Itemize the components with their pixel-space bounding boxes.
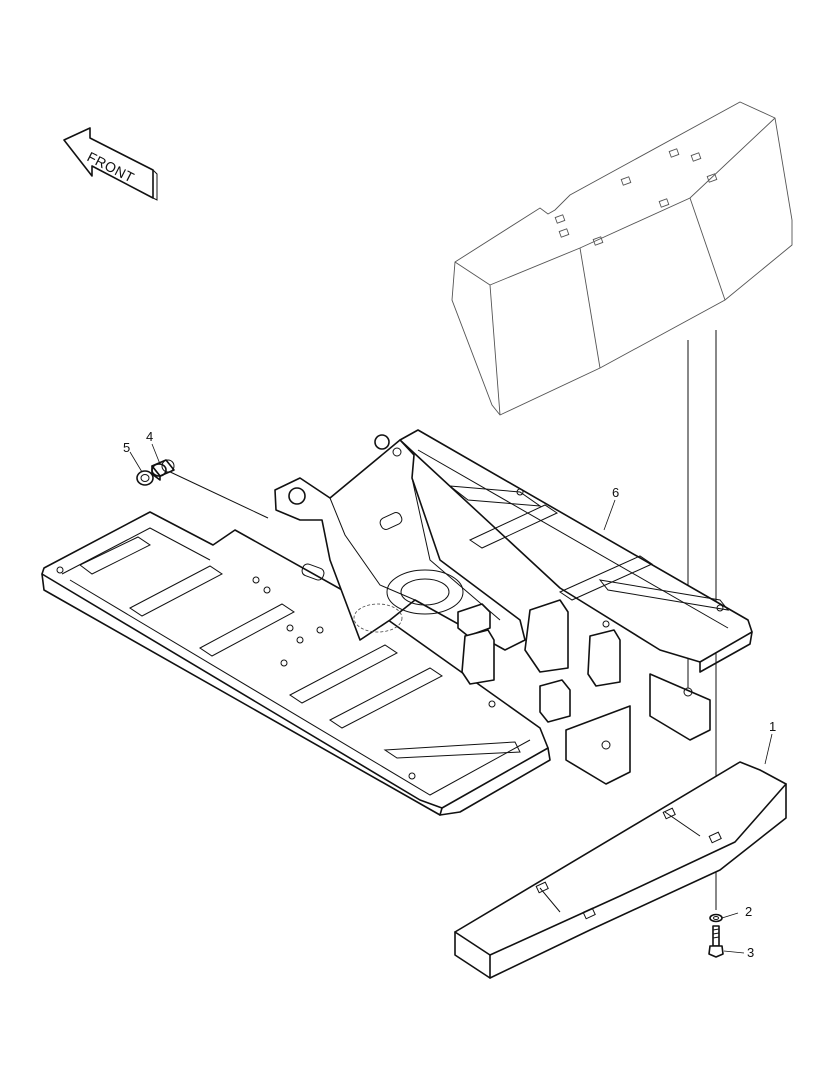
callout-5: 5 xyxy=(123,440,130,455)
leader-lines xyxy=(129,443,773,954)
upper-frame xyxy=(41,429,753,816)
washer xyxy=(709,913,723,923)
callout-4: 4 xyxy=(146,429,153,444)
counterweight-phantom xyxy=(451,101,793,416)
callout-1: 1 xyxy=(769,719,776,734)
callout-6: 6 xyxy=(612,485,619,500)
bolt xyxy=(708,925,724,958)
front-direction-arrow: FRONT xyxy=(63,127,158,201)
counterweight xyxy=(454,761,787,979)
callout-2: 2 xyxy=(745,904,752,919)
bushing xyxy=(151,459,175,481)
counterweight-bolt-pads xyxy=(554,148,718,246)
callout-3: 3 xyxy=(747,945,754,960)
spacer-ring xyxy=(136,470,154,486)
